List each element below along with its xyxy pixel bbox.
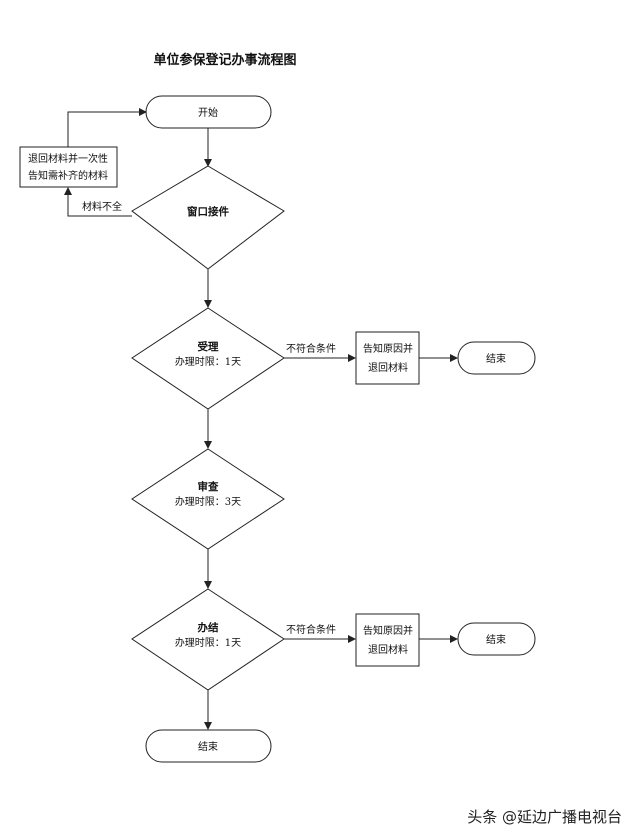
notify2-line2: 退回材料: [368, 643, 408, 656]
return-node: 退回材料并一次性 告知需补齐的材料: [19, 146, 118, 188]
end1-label: 结束: [486, 352, 506, 365]
page-title: 单位参保登记办事流程图: [153, 52, 296, 68]
window-node: 窗口接件: [131, 165, 285, 270]
accept-title: 受理: [198, 340, 219, 353]
review-limit: 办理时限：3天: [175, 495, 241, 508]
end2-node: 结束: [457, 622, 536, 656]
notify2-node: 告知原因并 退回材料: [355, 613, 420, 667]
edge-return-start: [67, 108, 147, 147]
end1-node: 结束: [457, 341, 536, 375]
end3-node: 结束: [145, 729, 272, 763]
notify1-line2: 退回材料: [368, 361, 408, 374]
notify2-line1: 告知原因并: [363, 624, 413, 637]
watermark: 头条 @延边广播电视台: [467, 808, 622, 826]
return-line2: 告知需补齐的材料: [28, 169, 108, 182]
end3-label: 结束: [198, 740, 218, 753]
finish-title: 办结: [198, 621, 219, 634]
review-title: 审查: [198, 480, 219, 493]
edge-incomplete-label: 材料不全: [82, 200, 122, 213]
return-line1: 退回材料并一次性: [28, 152, 108, 165]
start-label: 开始: [198, 106, 218, 119]
finish-node: 办结 办理时限：1天: [131, 588, 285, 691]
accept-limit: 办理时限：1天: [175, 355, 241, 368]
edge-reject1-label: 不符合条件: [286, 342, 336, 355]
notify1-node: 告知原因并 退回材料: [355, 331, 420, 385]
finish-limit: 办理时限：1天: [175, 636, 241, 649]
start-node: 开始: [145, 95, 272, 129]
edge-incomplete: [64, 187, 132, 217]
window-label: 窗口接件: [187, 205, 229, 218]
edge-reject2-label: 不符合条件: [286, 623, 336, 636]
review-node: 审查 办理时限：3天: [131, 448, 285, 550]
accept-node: 受理 办理时限：1天: [131, 307, 285, 410]
notify1-line1: 告知原因并: [363, 342, 413, 355]
end2-label: 结束: [486, 633, 506, 646]
